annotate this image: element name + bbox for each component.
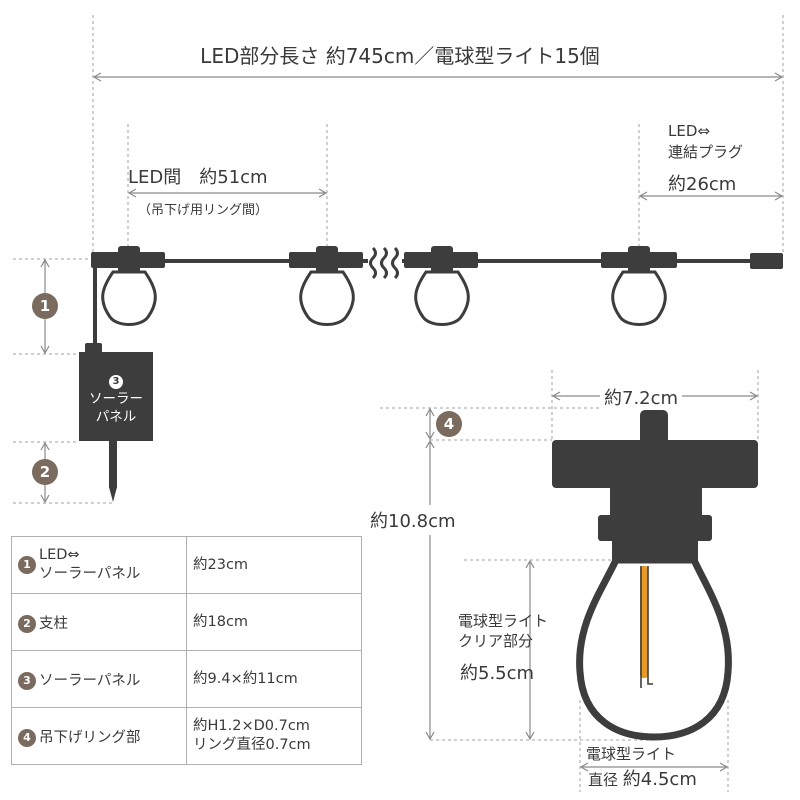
led-spacing-sublabel: （吊下げ用リング間） <box>138 203 269 218</box>
row-name-line1: ソーラーパネル <box>39 672 141 689</box>
table-cell-value: 約H1.2×D0.7cm リング直径0.7cm <box>186 707 362 765</box>
row-value: 約18cm <box>193 613 249 630</box>
clear-part-line2: クリア部分 <box>458 632 534 650</box>
bulb-height-label: 約10.8cm <box>370 505 456 535</box>
clear-part-line1: 電球型ライト <box>458 612 549 630</box>
cable-break-icon <box>369 246 399 280</box>
clear-part-label: 電球型ライト クリア部分 <box>458 611 548 651</box>
bulb-3 <box>404 246 478 326</box>
row-name-line1: LED⇔ <box>39 547 80 563</box>
panel-number-badge: 3 <box>109 375 123 389</box>
row-name-line2: ソーラーパネル <box>39 566 141 582</box>
bulb-1 <box>91 246 165 326</box>
large-bulb <box>552 410 758 741</box>
table-cell-name: 1LED⇔ ソーラーパネル <box>11 536 187 594</box>
solar-panel-label: 3 ソーラー パネル <box>80 371 152 426</box>
row-number-badge: 4 <box>18 728 36 747</box>
callout-2-badge: 2 <box>32 459 58 485</box>
table-cell-value: 約18cm <box>186 593 362 651</box>
connector-plug <box>750 253 783 269</box>
panel-label-line1: ソーラー <box>89 391 143 407</box>
main-cable-right <box>402 259 752 263</box>
row-value: 約23cm <box>193 556 249 573</box>
row-number-badge: 1 <box>18 556 36 574</box>
bulb-glass <box>576 556 732 741</box>
table-row: 1LED⇔ ソーラーパネル 約23cm <box>11 536 362 594</box>
callout-4-badge: 4 <box>436 411 462 437</box>
total-length-label: LED部分長さ 約745cm／電球型ライト15個 <box>200 44 600 68</box>
bulb-2 <box>289 246 363 326</box>
row-number-badge: 2 <box>18 614 36 633</box>
diameter-prefix: 直径 <box>588 771 619 789</box>
row-number-badge: 3 <box>18 671 36 690</box>
row-value: 約H1.2×D0.7cm <box>193 718 310 734</box>
diameter-label-line2: 直径 約4.5cm <box>588 765 697 791</box>
plug-label: LED⇔ 連結プラグ <box>668 121 743 163</box>
bulb-4 <box>601 246 677 326</box>
dimension-lines <box>40 72 784 772</box>
bulb-width-label: 約7.2cm <box>600 384 683 410</box>
filament <box>640 566 648 678</box>
panel-lead-cable <box>93 259 97 351</box>
row-value: 約9.4×約11cm <box>193 670 298 687</box>
table-cell-value: 約9.4×約11cm <box>186 650 362 708</box>
callout-1-badge: 1 <box>32 293 58 319</box>
main-cable <box>93 259 368 263</box>
plug-label-line1: LED⇔ <box>668 122 710 140</box>
row-name-line1: 吊下げリング部 <box>39 729 141 746</box>
extension-lines <box>13 15 784 792</box>
led-spacing-label: LED間 約51cm <box>128 167 268 188</box>
row-name-line1: 支柱 <box>39 615 68 632</box>
clear-part-length: 約5.5cm <box>460 663 535 684</box>
row-value-line2: リング直径0.7cm <box>193 737 311 753</box>
panel-label-line2: パネル <box>95 409 137 425</box>
string-light <box>79 246 783 502</box>
plug-label-line2: 連結プラグ <box>668 143 744 161</box>
diameter-label-line1: 電球型ライト <box>586 745 677 763</box>
table-cell-value: 約23cm <box>186 536 362 594</box>
plug-length-label: 約26cm <box>668 174 737 195</box>
diameter-value: 約4.5cm <box>622 769 697 790</box>
solar-panel <box>79 343 153 502</box>
